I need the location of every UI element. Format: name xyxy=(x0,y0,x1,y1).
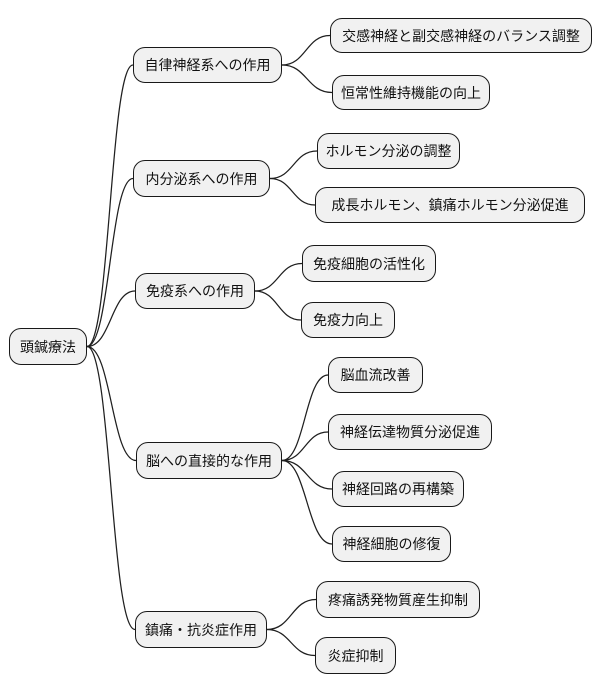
connector-root-branch5 xyxy=(86,345,136,631)
leaf-sympathetic-parasympathetic-balance: 交感神経と副交感神経のバランス調整 xyxy=(330,18,592,53)
branch-autonomic-nervous-system: 自律神経系への作用 xyxy=(133,47,282,83)
connector-branch4-leaf1 xyxy=(281,374,329,462)
leaf-nerve-cell-repair: 神経細胞の修復 xyxy=(332,526,451,562)
leaf-immune-cell-activation: 免疫細胞の活性化 xyxy=(302,245,436,282)
branch-endocrine-system: 内分泌系への作用 xyxy=(133,160,270,197)
leaf-immunity-improvement: 免疫力向上 xyxy=(301,302,395,338)
leaf-hormone-secretion-regulation: ホルモン分泌の調整 xyxy=(317,133,460,169)
connector-branch3-leaf2 xyxy=(254,290,302,321)
connector-branch4-leaf2 xyxy=(281,431,329,462)
connector-branch4-leaf3 xyxy=(281,459,333,490)
connector-branch5-leaf2 xyxy=(266,628,316,657)
leaf-neural-circuit-rebuilding: 神経回路の再構築 xyxy=(332,471,464,507)
connector-branch2-leaf2 xyxy=(269,177,316,206)
branch-immune-system: 免疫系への作用 xyxy=(135,273,255,309)
branch-direct-brain-effect: 脳への直接的な作用 xyxy=(136,442,282,479)
connector-branch1-leaf1 xyxy=(281,34,331,66)
node-root: 頭鍼療法 xyxy=(9,328,87,365)
connector-root-branch1 xyxy=(86,64,134,348)
leaf-inflammation-suppression: 炎症抑制 xyxy=(315,637,396,674)
leaf-neurotransmitter-secretion-promotion: 神経伝達物質分泌促進 xyxy=(328,414,492,450)
connector-root-branch4 xyxy=(86,345,137,462)
connector-branch5-leaf1 xyxy=(266,598,317,631)
connector-branch2-leaf1 xyxy=(269,150,318,180)
leaf-cerebral-blood-flow-improvement: 脳血流改善 xyxy=(328,357,423,393)
connector-branch4-leaf4 xyxy=(281,459,333,545)
leaf-growth-analgesic-hormone-promotion: 成長ホルモン、鎮痛ホルモン分泌促進 xyxy=(315,187,585,223)
connector-root-branch3 xyxy=(86,290,136,348)
connector-branch1-leaf2 xyxy=(281,64,333,94)
connector-branch3-leaf1 xyxy=(254,262,303,292)
branch-analgesic-antiinflammatory: 鎮痛・抗炎症作用 xyxy=(135,611,267,648)
leaf-homeostasis-improvement: 恒常性維持機能の向上 xyxy=(332,75,490,110)
leaf-pain-inducing-substance-suppression: 疼痛誘発物質産生抑制 xyxy=(316,581,480,618)
connector-root-branch2 xyxy=(86,177,134,348)
